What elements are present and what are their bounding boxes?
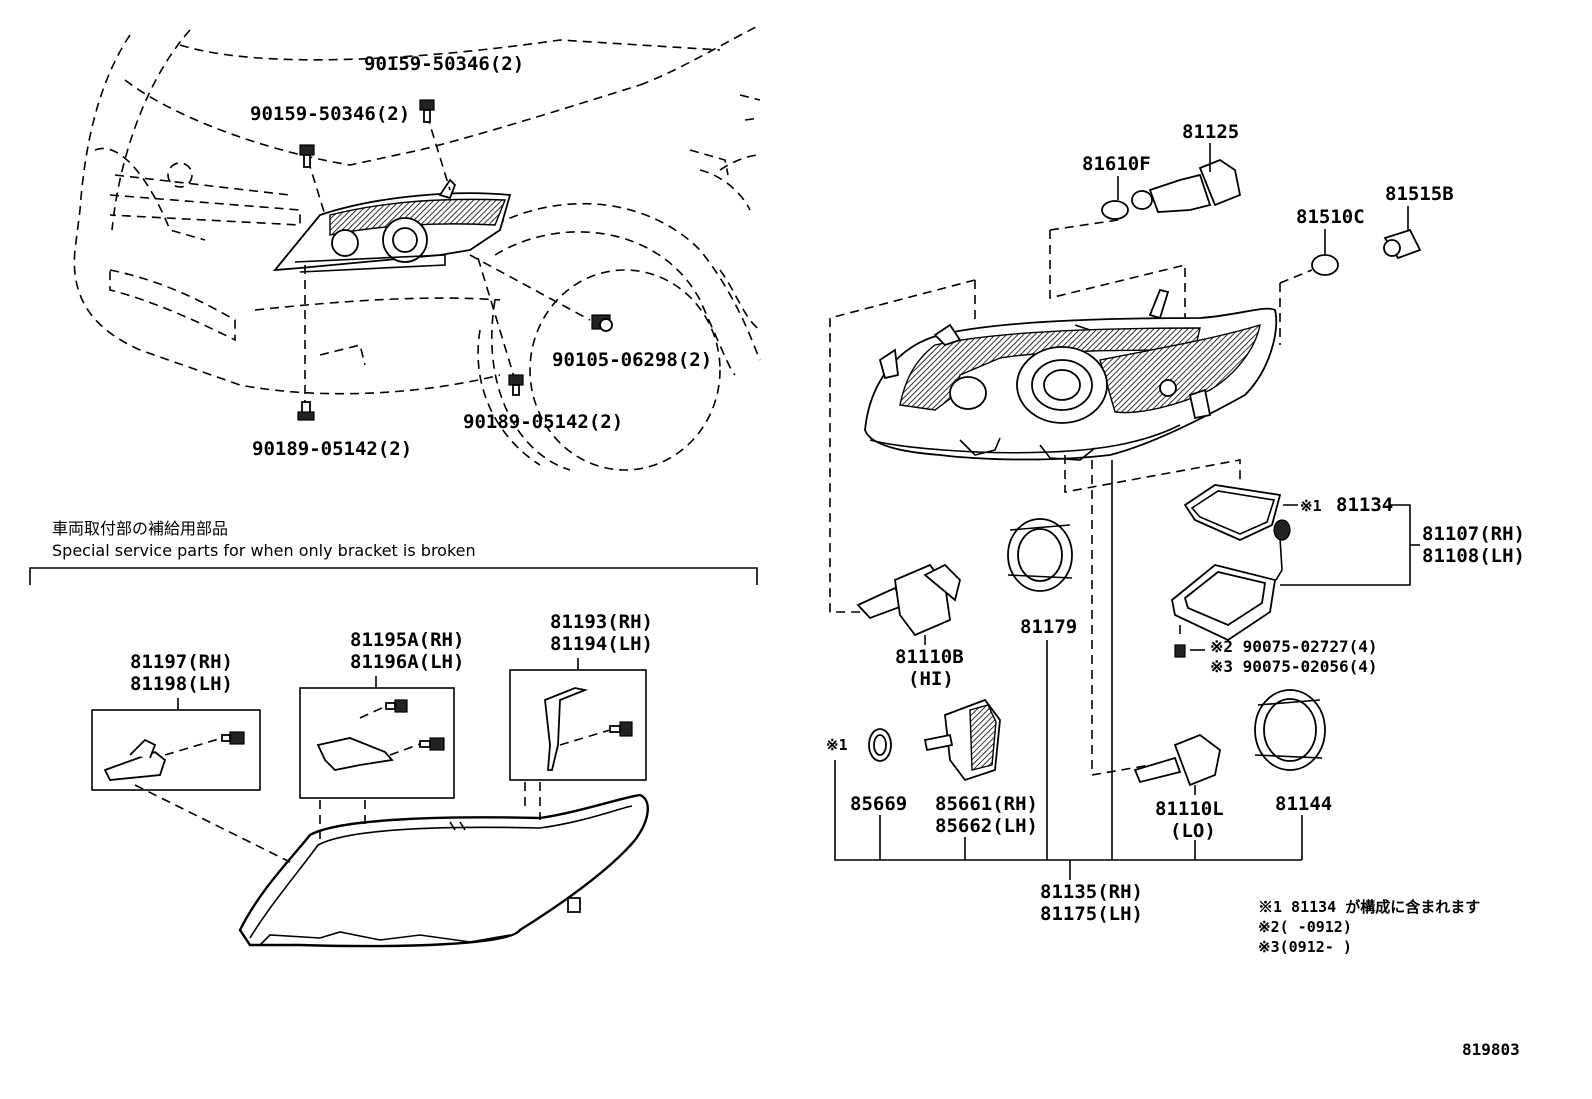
bracket-c-group [509,658,647,820]
ring-note-mark: ※1 [826,736,848,754]
gasket-81134-icon [1183,484,1282,541]
bracket-b-group [299,676,455,840]
service-note-en: Special service parts for when only brac… [52,541,476,560]
headlamp-housing-outline [238,793,649,948]
footnote-2: ※2( -0912) [1258,918,1352,936]
callout-81193-rh: 81193(RH) [550,611,653,633]
bolt-icon [299,144,315,168]
bolt-icon [609,721,633,737]
igniter-icon [923,698,1001,782]
footnote-1: ※1 81134 が構成に含まれます [1258,898,1480,916]
callout-81515b: 81515B [1385,183,1454,205]
bolt-icon [297,401,315,421]
callout-90189-left: 90189-05142(2) [252,438,412,460]
service-bracket-line [29,567,758,585]
screw-icon [1174,625,1186,658]
callout-81179: 81179 [1020,616,1077,638]
callout-85662-lh: 85662(LH) [935,815,1038,837]
headlamp-assembly [864,288,1278,461]
screw-icon [591,314,613,332]
callout-81125: 81125 [1182,121,1239,143]
callout-81175-lh: 81175(LH) [1040,903,1143,925]
callout-81108-lh: 81108(LH) [1422,545,1525,567]
callout-81610f: 81610F [1082,153,1151,175]
bolt-icon [419,99,435,123]
car-front-illustration [73,24,761,471]
callout-81110b: 81110B [895,646,964,668]
callout-lo-note: (LO) [1170,820,1216,842]
callout-90105: 90105-06298(2) [552,349,712,371]
headlamp-on-car [272,178,512,273]
bolt-icon [385,699,408,713]
unit-bracket-line [834,760,1302,880]
callout-81135-rh: 81135(RH) [1040,881,1143,903]
callout-90159-upper-right: 90159-50346(2) [364,53,524,75]
assembly-leader-lines [829,219,1313,860]
callout-81144: 81144 [1275,793,1332,815]
o-ring-icon [868,728,892,762]
bolt-icon [508,374,524,396]
callout-85661-rh: 85661(RH) [935,793,1038,815]
socket-81515b-icon [1383,228,1422,260]
callout-81194-lh: 81194(LH) [550,633,653,655]
ballast-icon [1171,519,1291,642]
footnote-3: ※3(0912- ) [1258,938,1352,956]
bulb-81610f-icon [1101,200,1129,220]
hi-bulb-icon [856,563,961,637]
callout-hi-note: (HI) [908,668,954,690]
car-fasteners [297,99,613,421]
callout-81110l: 81110L [1155,798,1224,820]
lens-ring-icon [1007,518,1073,592]
callout-90189-right: 90189-05142(2) [463,411,623,433]
bulb-81510c-icon [1311,254,1339,276]
bolt-icon [419,737,445,751]
bulb-81125-icon [1131,158,1242,213]
note-mark-1: ※1 [1300,497,1322,515]
callout-90159-upper-left: 90159-50346(2) [250,103,410,125]
callout-81197-rh: 81197(RH) [130,651,233,673]
callout-90075-02727: ※2 90075-02727(4) [1210,637,1378,656]
callout-81107-rh: 81107(RH) [1422,523,1525,545]
callout-81195a-rh: 81195A(RH) [350,629,464,651]
callout-81196a-lh: 81196A(LH) [350,651,464,673]
diagram-id: 819803 [1462,1040,1520,1059]
callout-90075-02056: ※3 90075-02056(4) [1210,657,1378,676]
callout-81134: 81134 [1336,494,1393,516]
bolt-icon [221,731,245,745]
bracket-a-group [91,698,291,863]
callout-85669: 85669 [850,793,907,815]
service-note-jp: 車両取付部の補給用部品 [52,519,228,538]
lo-bulb-icon [1133,733,1221,787]
callout-81510c: 81510C [1296,206,1365,228]
cover-icon [1254,689,1326,771]
callout-81198-lh: 81198(LH) [130,673,233,695]
